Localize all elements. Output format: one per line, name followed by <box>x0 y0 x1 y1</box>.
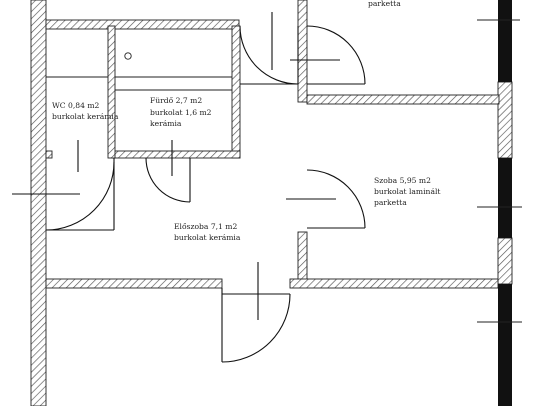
label-hall-line1: Előszoba 7,1 m2 <box>174 222 238 231</box>
wall-wc-bottom <box>45 150 53 159</box>
label-room-line3: parketta <box>374 198 407 207</box>
label-bath-line3: kerámia <box>150 119 182 128</box>
label-hall-line2: burkolat kerámia <box>174 233 241 242</box>
door-bath <box>145 157 191 203</box>
wall-bath-bottom <box>111 150 241 159</box>
wall-right-1 <box>497 81 513 159</box>
door-top-right <box>306 25 366 85</box>
walls <box>30 0 513 406</box>
drain-icon <box>124 52 132 60</box>
wall-wc-bath <box>107 25 116 159</box>
wall-hall-room-bottom <box>297 231 308 287</box>
label-room-line1: Szoba 5,95 m2 <box>374 176 431 185</box>
door-entrance <box>221 293 291 363</box>
wall-dark-3 <box>498 284 512 406</box>
thin-lines <box>46 19 522 323</box>
wall-top-bath <box>45 19 240 30</box>
label-bath-line1: Fürdő 2,7 m2 <box>150 96 202 105</box>
wall-room-top <box>306 94 500 105</box>
label-wc-line1: WC 0,84 m2 <box>52 101 100 110</box>
wall-dark-1 <box>498 0 512 82</box>
wall-bath-right <box>231 25 241 159</box>
wall-dark-2 <box>498 158 512 238</box>
label-room-line2: burkolat laminált <box>374 187 440 196</box>
door-upper-hall <box>239 25 299 85</box>
wall-hall-room-top <box>297 0 308 103</box>
room-labels: parketta WC 0,84 m2 burkolat kerámia Für… <box>52 0 440 242</box>
wall-bottom-left <box>45 278 223 289</box>
label-top-right-line1: parketta <box>368 0 401 8</box>
wall-left-outer <box>30 0 47 406</box>
doors <box>12 12 366 363</box>
door-wc <box>45 161 115 231</box>
wall-bottom-right <box>289 278 499 289</box>
label-bath-line2: burkolat 1,6 m2 <box>150 108 212 117</box>
wall-right-2 <box>497 237 513 285</box>
window-walls <box>498 0 512 406</box>
door-room <box>306 169 366 229</box>
label-wc-line2: burkolat kerámia <box>52 112 119 121</box>
